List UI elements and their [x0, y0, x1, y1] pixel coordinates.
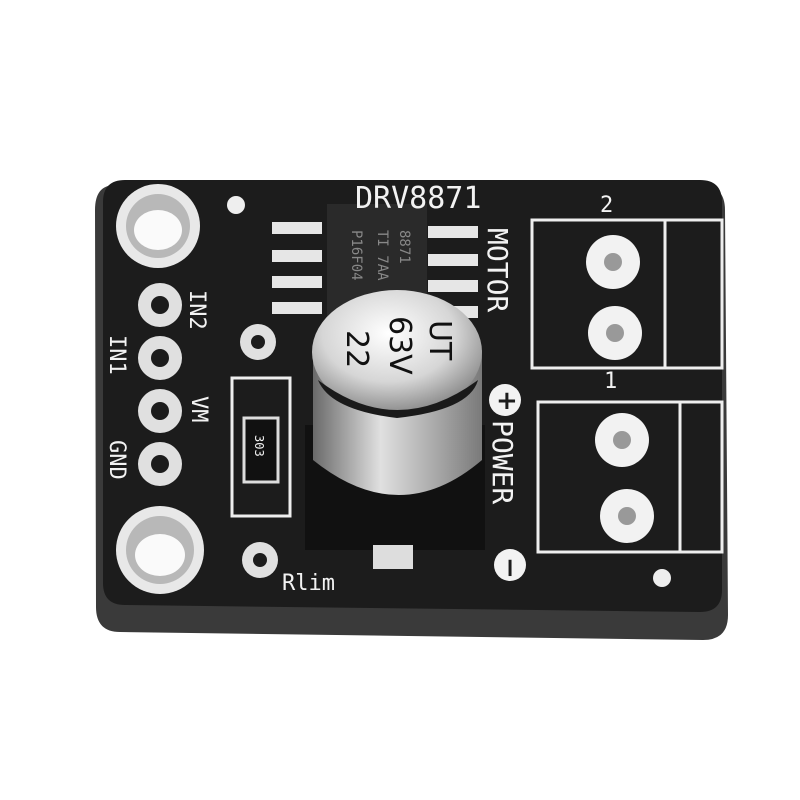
via [653, 569, 671, 587]
resistor [242, 416, 280, 484]
resistor-outline [230, 376, 292, 518]
capacitor-lead [373, 545, 413, 569]
capacitor-top [312, 290, 482, 414]
minus-symbol: − [495, 557, 525, 579]
board-title: DRV8871 [355, 181, 481, 216]
capacitor-polarity-stripe [318, 380, 478, 418]
power-terminal-pads [595, 413, 654, 543]
power-terminal-outline [536, 400, 724, 554]
capacitor-voltage: 63V [382, 316, 417, 375]
motor-terminal-outline [530, 218, 724, 370]
pin-label-gnd: GND [104, 440, 129, 480]
capacitor-value: 22 [339, 330, 374, 368]
pin-label-vm: VM [186, 396, 211, 423]
chip-marking-2: TI 7AA [374, 230, 390, 281]
motor-label: MOTOR [481, 228, 514, 312]
plus-symbol: + [496, 386, 518, 416]
plus-icon [489, 384, 521, 416]
pin-label-in2: IN2 [184, 290, 209, 330]
motor-pin-1-label: 1 [604, 369, 617, 394]
mounting-hole-top [116, 184, 200, 268]
chip-marking-3: P16F04 [348, 230, 364, 281]
motor-pin-2-label: 2 [600, 193, 613, 218]
via [227, 196, 245, 214]
pin-label-in1: IN1 [104, 335, 129, 375]
power-label: POWER [486, 420, 519, 504]
capacitor-series: UT [422, 320, 457, 361]
mounting-hole-bottom [116, 506, 204, 594]
rlim-label: Rlim [282, 571, 335, 596]
chip-marking-1: 8871 [396, 230, 412, 264]
resistor-code: 303 [252, 435, 266, 457]
motor-terminal-pads [586, 235, 642, 360]
minus-icon [494, 549, 526, 581]
